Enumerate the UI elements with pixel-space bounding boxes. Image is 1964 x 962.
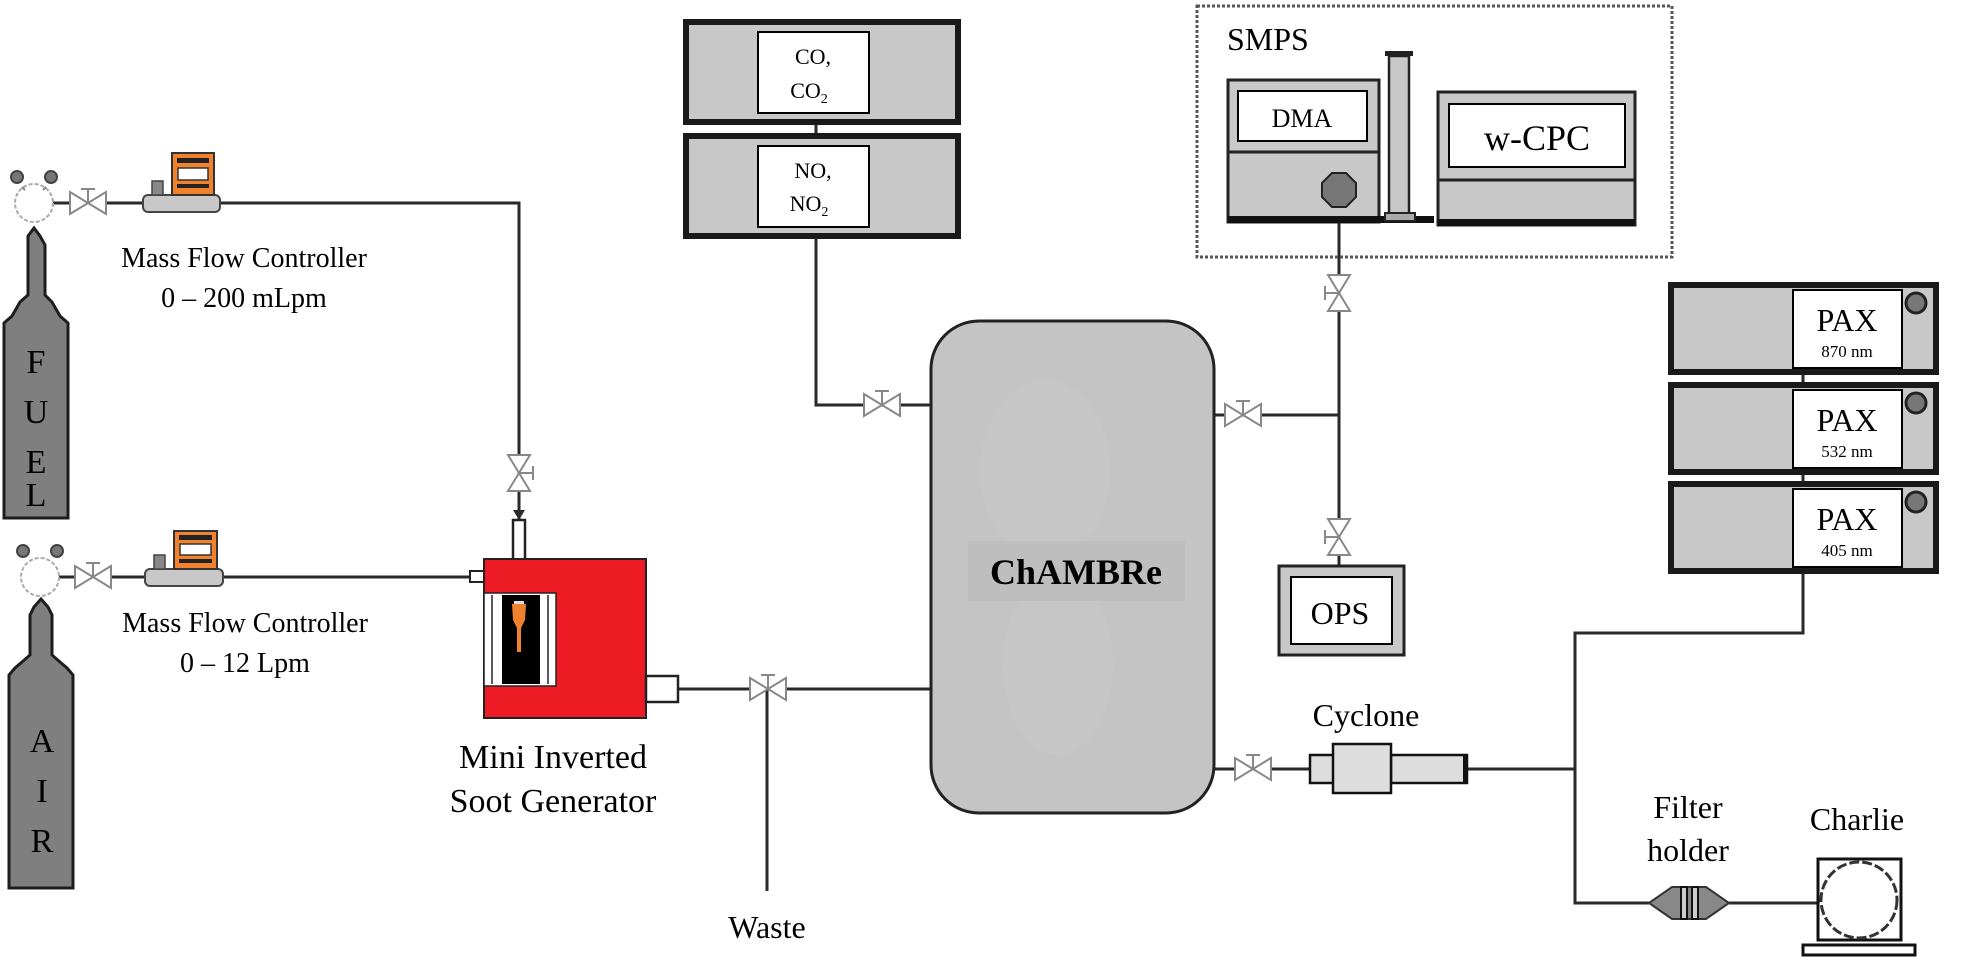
dma-unit[interactable]: DMA	[1226, 78, 1381, 224]
gas-analyzer-line	[814, 236, 931, 407]
charlie-label: Charlie	[1810, 801, 1904, 837]
dma-port-icon	[1321, 172, 1357, 208]
pax-wavelength: 532 nm	[1821, 442, 1872, 461]
air-mfc-range: 0 – 12 Lpm	[180, 648, 310, 679]
gas-analyzer-valve-icon[interactable]	[863, 390, 901, 417]
pax-wavelength: 405 nm	[1821, 541, 1872, 560]
filter-holder-label: Filter	[1653, 789, 1723, 825]
filter-holder-label: holder	[1647, 832, 1729, 868]
air-mfc-label: Mass Flow Controller	[122, 608, 368, 639]
air-letter: I	[36, 773, 47, 810]
air-valve-icon[interactable]	[74, 562, 112, 589]
no-label: NO,	[794, 158, 831, 183]
smps-base	[1228, 216, 1434, 223]
air-letter: R	[31, 823, 54, 860]
air-cylinder: A I R	[7, 544, 75, 890]
w-cpc-unit[interactable]: w-CPC	[1436, 90, 1637, 227]
fuel-letter: L	[26, 477, 47, 514]
co-co2-analyzer[interactable]: CO, CO2	[683, 19, 961, 125]
pax-knob-icon	[1904, 291, 1928, 315]
pax-label: PAX	[1816, 501, 1877, 537]
flow-arrow-icon	[513, 510, 525, 520]
fuel-letter: U	[24, 394, 49, 431]
fuel-letter: F	[27, 344, 46, 381]
pax-line	[1573, 572, 1805, 769]
charlie-unit[interactable]	[1801, 857, 1917, 957]
smps-group: SMPS DMA w-CPC	[1195, 4, 1674, 259]
pax-knob-icon	[1904, 490, 1928, 514]
pax-405-unit[interactable]: PAX 405 nm	[1668, 481, 1939, 574]
pax-wavelength: 870 nm	[1821, 342, 1872, 361]
filter-line	[1573, 769, 1649, 905]
air-regulator-icon	[16, 544, 64, 597]
fuel-regulator-icon	[10, 170, 58, 223]
filter-holder[interactable]	[1647, 886, 1731, 920]
smps-ops-valve-icon[interactable]	[1224, 400, 1262, 427]
mini-inverted-soot-generator[interactable]	[469, 518, 680, 719]
pax-870-unit[interactable]: PAX 870 nm	[1668, 282, 1939, 375]
fuel-letter: E	[26, 444, 47, 481]
fuel-inlet-valve-icon[interactable]	[507, 454, 534, 492]
chamber-label: ChAMBRe	[990, 552, 1162, 592]
fuel-mass-flow-controller[interactable]	[142, 152, 221, 213]
cyclone-label: Cyclone	[1313, 697, 1420, 733]
air-cylinder-body	[7, 596, 75, 890]
co-label: CO,	[795, 44, 831, 69]
chambre-chamber[interactable]: ChAMBRe	[929, 319, 1216, 815]
air-letter: A	[30, 723, 55, 760]
dma-column	[1384, 51, 1416, 222]
pax-knob-icon	[1904, 391, 1928, 415]
cyclone-valve-icon[interactable]	[1234, 754, 1272, 781]
co2-label: CO2	[790, 78, 828, 107]
soot-generator-label: Soot Generator	[450, 783, 657, 820]
fuel-cylinder-body	[2, 225, 70, 520]
smps-label: SMPS	[1227, 21, 1309, 57]
cyclone[interactable]	[1308, 742, 1469, 795]
ops-unit[interactable]: OPS	[1277, 564, 1406, 657]
w-cpc-label: w-CPC	[1484, 118, 1590, 158]
fuel-mfc-range: 0 – 200 mLpm	[161, 283, 327, 314]
fuel-mfc-label: Mass Flow Controller	[121, 243, 367, 274]
ops-label: OPS	[1311, 595, 1370, 631]
waste-label: Waste	[728, 909, 805, 945]
soot-generator-label: Mini Inverted	[459, 739, 647, 776]
dma-label: DMA	[1272, 104, 1333, 133]
fuel-line-to-generator	[220, 201, 521, 520]
pax-532-unit[interactable]: PAX 532 nm	[1668, 382, 1939, 475]
smps-valve-icon[interactable]	[1324, 274, 1351, 312]
ops-valve-icon[interactable]	[1324, 518, 1351, 556]
pax-label: PAX	[1816, 302, 1877, 338]
fuel-cylinder: F U E L	[2, 170, 70, 520]
no-no2-analyzer[interactable]: NO, NO2	[683, 133, 961, 239]
fuel-valve-icon[interactable]	[69, 188, 107, 215]
pax-label: PAX	[1816, 402, 1877, 438]
burner-icon	[512, 601, 526, 652]
no2-label: NO2	[790, 191, 829, 220]
air-mass-flow-controller[interactable]	[144, 530, 224, 587]
